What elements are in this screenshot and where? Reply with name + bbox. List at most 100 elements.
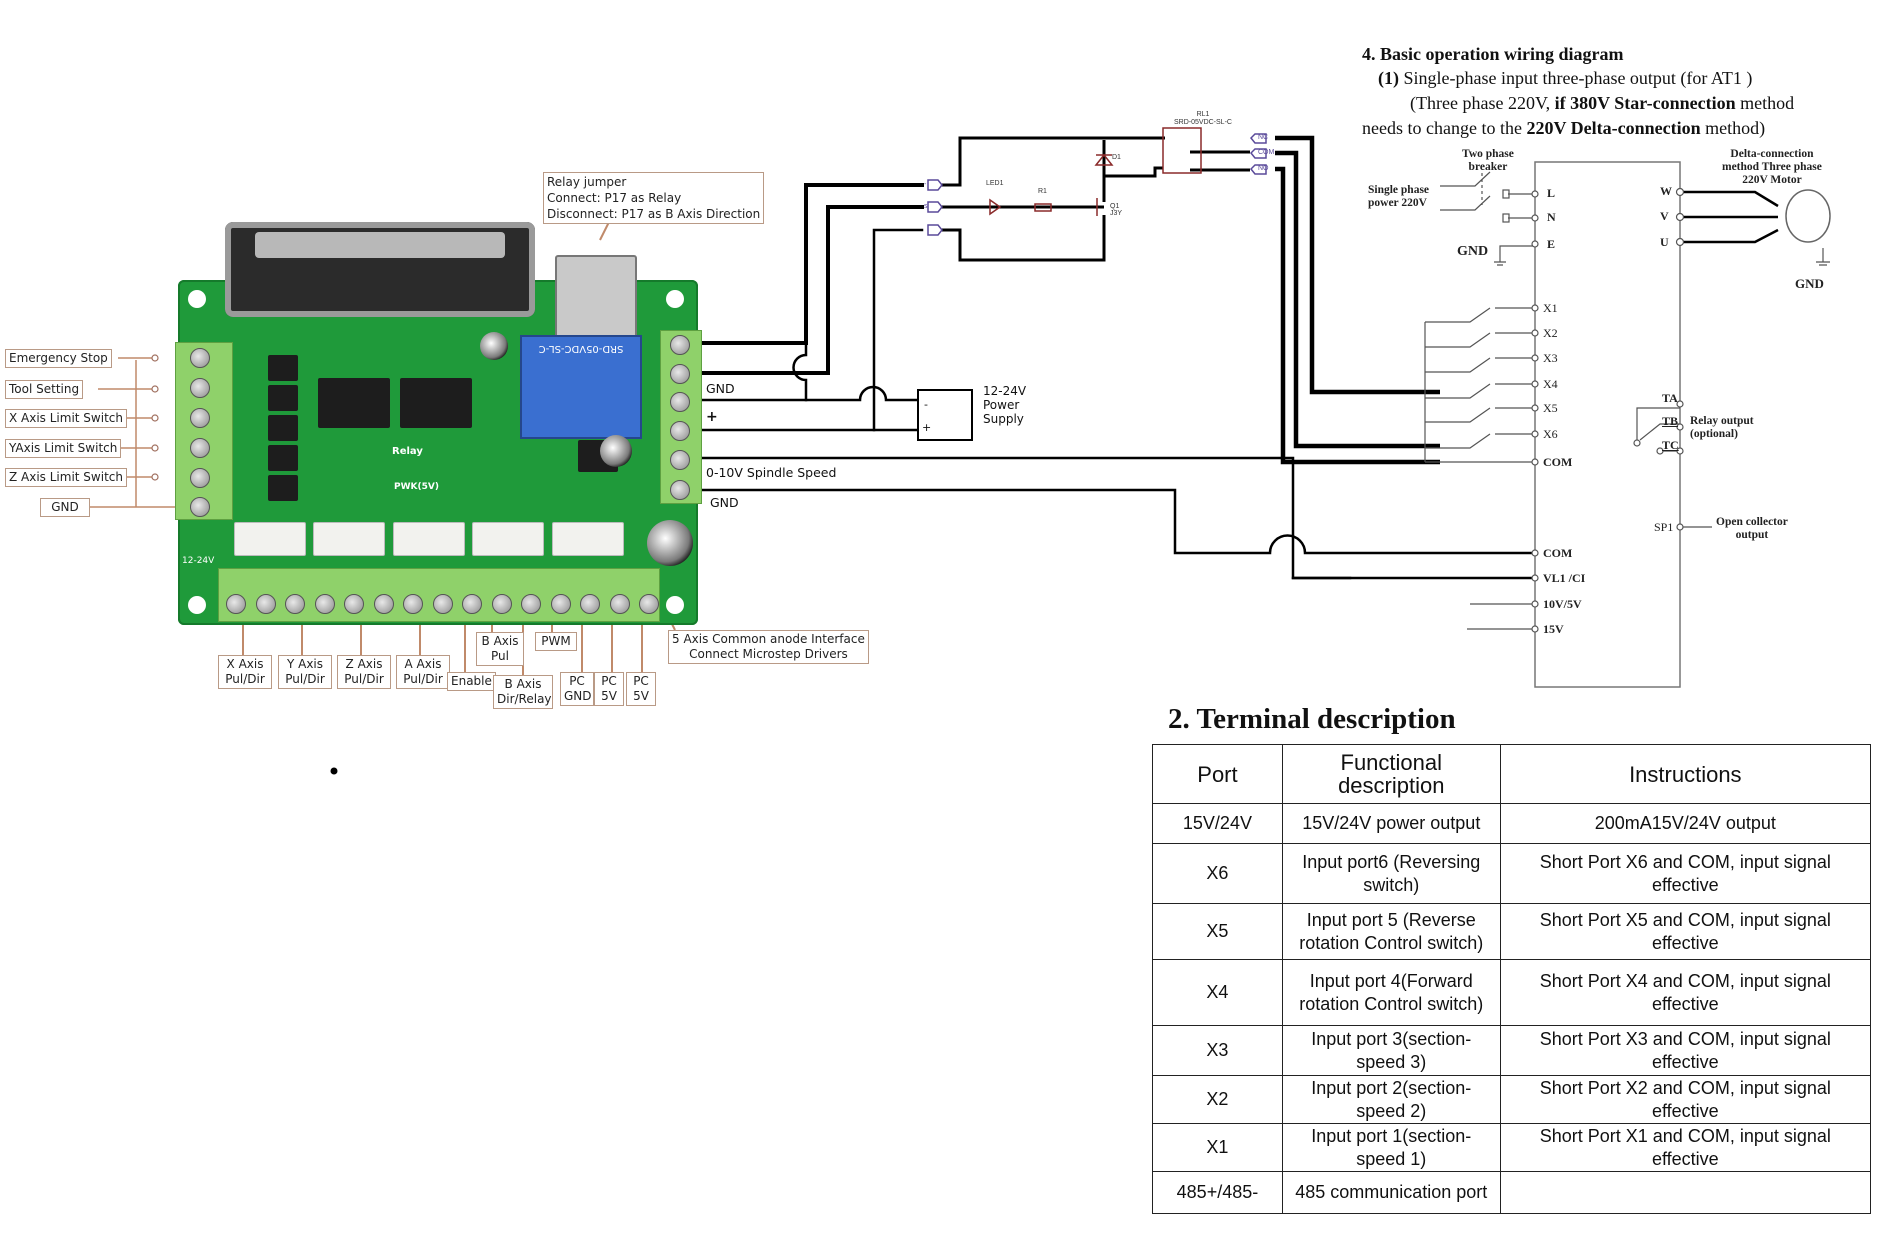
terminal-screw[interactable] [609, 594, 630, 614]
psu-line: Power [983, 398, 1020, 412]
vfd-subheading: (1) Single-phase input three-phase outpu… [1378, 68, 1752, 89]
relay-input-minus: - [924, 181, 927, 188]
relay-jumper-note: Relay jumper Connect: P17 as Relay Disco… [543, 172, 765, 224]
driver-header-y [313, 522, 385, 556]
label-line: PC [633, 674, 649, 688]
terminal-v: V [1660, 209, 1669, 223]
label-line: 5V [633, 689, 649, 703]
label-line: PC [601, 674, 617, 688]
cell-port: X1 [1152, 1123, 1283, 1172]
terminal-screw[interactable] [190, 378, 210, 398]
terminal-screw[interactable] [190, 468, 210, 488]
note-text: method [1735, 93, 1795, 113]
terminal-screw[interactable] [491, 594, 512, 614]
terminal-screw[interactable] [670, 392, 690, 412]
mount-hole [188, 290, 206, 308]
terminal-screw[interactable] [255, 594, 276, 614]
vfd-note-line2: needs to change to the 220V Delta-connec… [1362, 118, 1765, 139]
terminal-ta: TA [1662, 391, 1678, 405]
note-text: method) [1700, 118, 1766, 138]
label-line: Dir/Relay [497, 692, 552, 706]
driver-header-x [234, 522, 306, 556]
terminal-screw[interactable] [580, 594, 600, 614]
cell-port: 15V/24V [1152, 803, 1283, 844]
terminal-screw[interactable] [432, 594, 453, 614]
terminal-sp1: SP1 [1654, 520, 1674, 534]
capacitor [647, 520, 693, 566]
terminal-screw[interactable] [285, 594, 305, 614]
usb-port [555, 255, 637, 339]
terminal-screw[interactable] [344, 594, 364, 614]
subheading-text: Single-phase input three-phase output (f… [1403, 68, 1753, 88]
cell-instructions: Short Port X6 and COM, input signal effe… [1499, 843, 1872, 904]
terminal-screw[interactable] [373, 594, 394, 614]
gnd-motor-label: GND [1795, 276, 1824, 291]
relay-output-label: Relay output(optional) [1690, 415, 1754, 441]
signal-wires [696, 183, 1539, 580]
terminal-x2: X2 [1543, 326, 1558, 340]
terminal-screw[interactable] [670, 450, 690, 470]
terminal-x4: X4 [1543, 377, 1558, 391]
terminal-screw[interactable] [190, 438, 210, 458]
terminal-screw[interactable] [226, 594, 246, 614]
terminal-10v-5v: 10V/5V [1543, 597, 1582, 611]
pwm-silkscreen: PWK(5V) [394, 482, 439, 492]
terminal-screw[interactable] [521, 594, 541, 614]
terminal-screw[interactable] [670, 421, 690, 441]
label-line: Y Axis [286, 657, 324, 671]
mount-hole [666, 290, 684, 308]
terminal-screw[interactable] [639, 594, 659, 614]
terminal-screw[interactable] [314, 594, 335, 614]
capacitor [600, 435, 632, 467]
label-line: PC [569, 674, 585, 688]
vfd-heading: 4. Basic operation wiring diagram [1362, 44, 1624, 64]
note-bold: 220V Delta-connection [1526, 118, 1701, 138]
label-line: Pul [491, 649, 509, 663]
terminal-x6: X6 [1543, 427, 1558, 441]
label-line: 5 Axis Common anode Interface [672, 632, 865, 646]
terminal-vl1-ci: VL1 /CI [1543, 571, 1586, 585]
terminal-e: E [1547, 237, 1556, 251]
cell-port: 485+/485- [1152, 1171, 1283, 1214]
header-port: Port [1152, 744, 1283, 804]
terminal-screw[interactable] [670, 364, 690, 384]
terminal-screw[interactable] [190, 408, 210, 428]
terminal-screw[interactable] [670, 335, 690, 355]
cell-instructions: Short Port X3 and COM, input signal effe… [1499, 1025, 1872, 1076]
vfd-terminal-circles [1531, 187, 1685, 633]
gnd-left-label: GND [1457, 244, 1489, 259]
cell-instructions: Short Port X5 and COM, input signal effe… [1499, 903, 1872, 960]
ic-chip [318, 378, 390, 428]
lbl-line: breaker [1468, 161, 1508, 173]
cell-instructions: Short Port X2 and COM, input signal effe… [1499, 1075, 1872, 1124]
terminal-screw[interactable] [403, 594, 423, 614]
cell-instructions: Short Port X4 and COM, input signal effe… [1499, 959, 1872, 1026]
note-bold: if 380V Star-connection [1554, 93, 1736, 113]
relay-ref: RL1 SRD-05VDC-SL-C [1174, 111, 1232, 127]
wire-label-gnd-2: GND [710, 495, 739, 510]
power-supply-label: 12-24V Power Supply [983, 384, 1026, 426]
terminal-screw[interactable] [190, 348, 210, 368]
relay-to-vfd-wires [1275, 135, 1440, 465]
label-line: Pul/Dir [225, 672, 265, 686]
relay-output-nc: NC [1258, 134, 1269, 141]
terminal-screw[interactable] [462, 594, 482, 614]
terminal-description-table: Port Functional description Instructions… [1152, 744, 1872, 1214]
vfd-box [1534, 161, 1681, 688]
terminal-screw[interactable] [550, 594, 571, 614]
label-line: B Axis [481, 634, 519, 648]
terminal-screw[interactable] [190, 497, 210, 517]
terminal-n: N [1547, 210, 1556, 224]
driver-header-a [472, 522, 544, 556]
psu-plus: + [922, 421, 932, 434]
note-text: (Three phase 220V, [1410, 93, 1555, 113]
terminal-screw[interactable] [670, 480, 690, 500]
